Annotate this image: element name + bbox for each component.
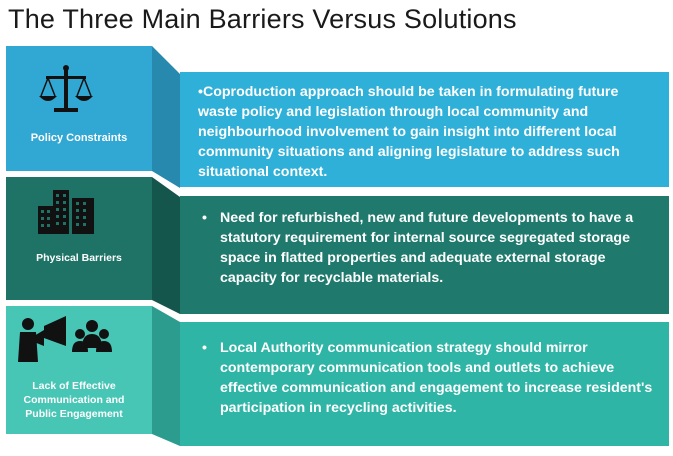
row-label-physical-barriers: Physical Barriers [36,252,122,264]
bullet: • [202,340,207,356]
row3-connector [152,306,180,446]
row2-label-panel [6,177,152,300]
row2-solution-panel [180,196,669,314]
solution-text-3: • Local Authority communication strategy… [202,338,660,418]
row-label-policy-constraints: Policy Constraints [30,132,128,144]
row1-label-panel [6,46,152,171]
solution-physical-text: Need for refurbished, new and future dev… [220,210,634,286]
page-title: The Three Main Barriers Versus Solutions [8,4,517,34]
megaphone-people-icon [18,316,112,362]
row1-solution-panel [180,72,669,187]
bullet: • [202,210,207,226]
solution-text-1: •Coproduction approach should be taken i… [198,82,658,182]
row1-connector [152,46,180,188]
solution-communication-text: Local Authority communication strategy s… [220,340,653,416]
row-label-lack-of-communication: Lack of Effective Communication and Publ… [23,380,125,420]
solution-text-2: • Need for refurbished, new and future d… [202,208,660,288]
row2-connector [152,177,180,314]
row3-solution-panel [180,322,669,446]
solution-policy-text: •Coproduction approach should be taken i… [198,84,620,180]
list-item: • Local Authority communication strategy… [202,338,660,418]
scales-icon [39,65,93,112]
buildings-icon [38,190,94,234]
list-item: • Need for refurbished, new and future d… [202,208,660,288]
